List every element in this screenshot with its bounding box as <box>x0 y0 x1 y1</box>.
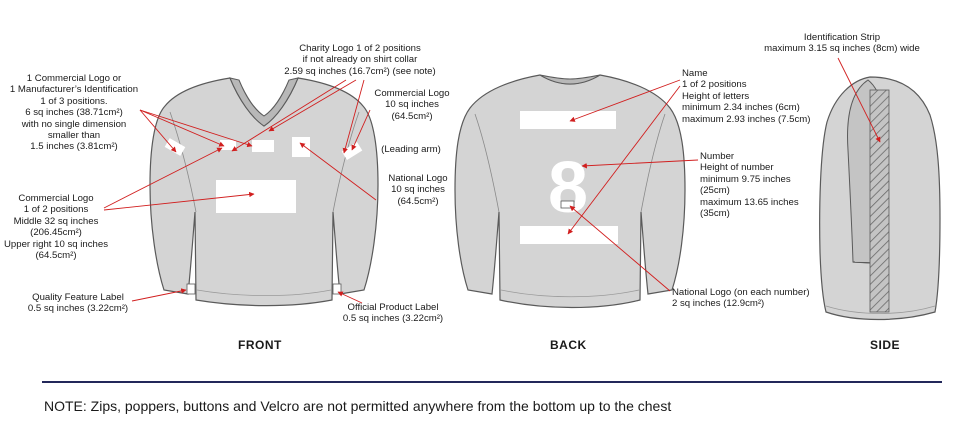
label-number: Number Height of number minimum 9.75 inc… <box>700 151 799 220</box>
label-leading-arm: (Leading arm) <box>381 144 441 155</box>
arrow-chest-to-middle <box>103 191 255 211</box>
arrow-official-label <box>337 291 363 304</box>
label-commercial-logo-chest: Commercial Logo 1 of 2 positions Middle … <box>4 193 108 262</box>
footer-note: NOTE: Zips, poppers, buttons and Velcro … <box>44 398 672 414</box>
annotation-arrows <box>103 57 881 304</box>
side-sleeve-cuff <box>852 261 873 264</box>
side-hem-line <box>825 305 936 314</box>
label-quality-feature: Quality Feature Label 0.5 sq inches (3.2… <box>27 292 129 315</box>
label-national-logo-number: National Logo (on each number) 2 sq inch… <box>672 287 810 310</box>
back-sleeve-seam-left <box>474 113 500 213</box>
label-name: Name 1 of 2 positions Height of letters … <box>682 68 811 125</box>
side-shirt <box>819 76 941 321</box>
arrow-commercial-to-left-shoulder <box>139 109 177 153</box>
front-shirt <box>149 77 379 307</box>
front-right-shoulder-patch <box>341 141 363 161</box>
front-quality-label <box>186 283 196 295</box>
arrow-charity-to-sleeve <box>342 79 365 154</box>
arrow-sleeve-commercial <box>351 109 371 151</box>
back-name-lower-patch <box>520 226 618 244</box>
front-national-logo-patch <box>292 137 310 157</box>
arrow-charity-to-collar-right <box>268 79 357 132</box>
side-sleeve-overlay <box>855 96 869 262</box>
arrow-number <box>581 159 699 169</box>
front-sleeve-seam-left <box>169 111 197 213</box>
back-collar <box>539 74 601 85</box>
back-national-logo-patch <box>560 200 575 209</box>
arrow-charity-to-collar-left <box>231 79 347 152</box>
arrow-quality-label <box>131 288 187 302</box>
label-commercial-or-manufacturer: 1 Commercial Logo or 1 Manufacturer’s Id… <box>9 73 139 153</box>
back-shirt-body <box>454 74 686 309</box>
front-sleeve-seam-right <box>332 111 360 213</box>
front-upper-left-patch <box>220 140 236 150</box>
front-hem-line <box>196 289 332 297</box>
back-name-upper-patch <box>520 111 616 129</box>
view-label-side: SIDE <box>870 338 901 352</box>
side-identification-strip <box>869 89 890 313</box>
arrow-commercial-to-upper-left <box>139 109 225 147</box>
arrow-name-upper <box>569 79 681 122</box>
front-collar <box>229 77 299 127</box>
label-commercial-logo-sleeve: Commercial Logo 10 sq inches (64.5cm²) <box>374 88 450 122</box>
label-charity-logo: Charity Logo 1 of 2 positions if not alr… <box>284 43 436 77</box>
arrow-chest-to-upper <box>103 147 223 209</box>
arrow-identification-strip <box>837 57 881 143</box>
label-national-logo: National Logo 10 sq inches (64.5cm²) <box>388 173 448 207</box>
view-label-front: FRONT <box>238 338 282 352</box>
back-hem-line <box>500 289 640 298</box>
arrow-commercial-to-center <box>139 109 253 148</box>
divider-rule <box>42 381 942 383</box>
back-sleeve-seam-right <box>640 113 666 213</box>
back-shirt: 8 <box>454 74 686 309</box>
front-official-label <box>332 283 342 295</box>
label-identification-strip: Identification Strip maximum 3.15 sq inc… <box>764 32 920 55</box>
arrow-national-logo <box>299 142 377 201</box>
back-jersey-number: 8 <box>548 148 588 228</box>
arrow-national-logo-number <box>569 205 671 292</box>
label-official-product: Official Product Label 0.5 sq inches (3.… <box>342 302 444 325</box>
front-center-patch <box>252 140 274 152</box>
view-label-back: BACK <box>550 338 587 352</box>
arrow-name-lower <box>567 85 681 235</box>
